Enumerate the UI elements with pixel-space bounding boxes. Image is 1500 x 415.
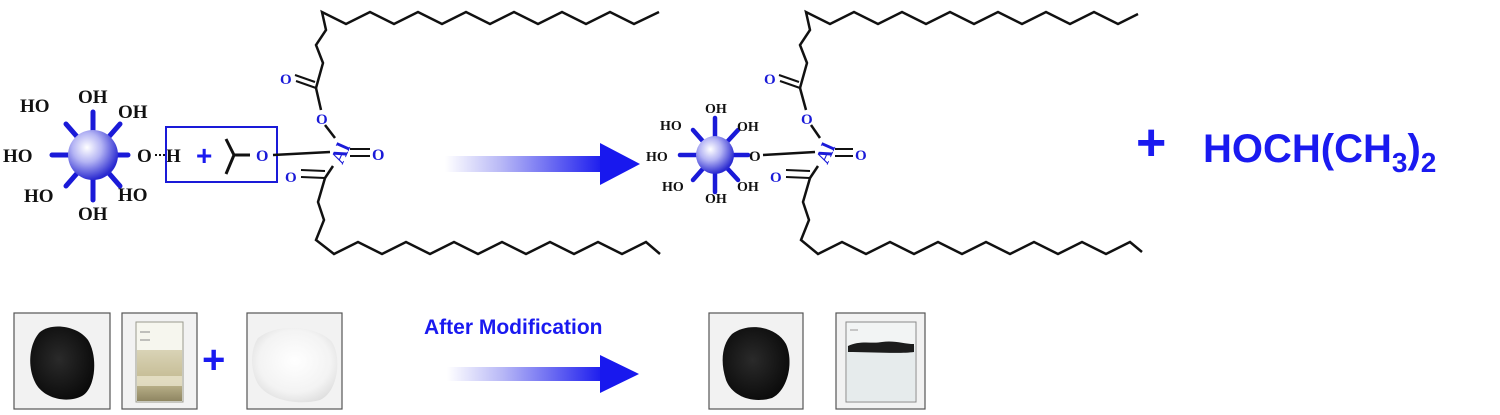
isopropoxy-highlight-box: + O [165,126,278,183]
p-alkyl-chain-top [798,9,1139,89]
p-oh-top: OH [705,102,727,117]
ester-oxygen-top: O [316,112,328,128]
oh-bottom: OH [78,204,108,225]
p-alkyl-chain-bottom [799,177,1143,256]
reaction-arrow [445,143,640,185]
byproduct-isopropanol: + HOCH(CH3)2 [1136,114,1436,178]
oh-top-right: OH [118,102,148,123]
reactant-sphere [68,130,118,180]
product-sphere [696,136,734,174]
product-particle: HO OH OH HO HO OH OH O [646,102,761,207]
p-carbonyl-oxygen-top: O [764,72,776,88]
p-oh-bottom: OH [705,192,727,207]
p-bridge-oxygen: O [749,149,761,165]
isopropoxy-oxygen: O [256,148,268,165]
formula-sub-3: 3 [1392,147,1408,178]
formula-sub-2: 2 [1421,147,1437,178]
reactant-particle: HO OH OH HO HO OH HO O H [3,87,181,225]
carbonyl-oxygen-bottom: O [285,170,297,186]
photo-beaker-coupling-agent [121,312,198,410]
oh-bottom-right: HO [118,185,148,206]
bottom-arrow [447,355,639,393]
p-oh-left: HO [646,150,668,165]
p-oh-bottom-left: HO [662,180,684,195]
oh-top: OH [78,87,108,108]
oh-bottom-left: HO [24,186,54,207]
alkyl-chain-top [314,9,660,89]
photo-black-powder-before [13,312,111,410]
photo-white-powder [246,312,343,410]
p-oh-bottom-right: OH [737,180,759,195]
byproduct-formula: HOCH(CH3)2 [1203,127,1436,178]
product-aluminate: Al O O O O [762,9,1143,256]
carbonyl-oxygen-top: O [280,72,292,88]
byproduct-plus-sign: + [1136,114,1166,172]
p-carbonyl-oxygen-bottom: O [770,170,782,186]
formula-close-paren: ) [1407,127,1420,171]
aluminate-coupling-agent: Al O O O O [272,9,661,256]
isopropyl-skeleton [224,138,250,175]
p-al-double-oxygen: O [855,148,867,164]
bridge-hydrogen: H [166,146,181,167]
p-ester-oxygen-top: O [801,112,813,128]
inner-plus-sign: + [196,140,212,171]
oh-left: HO [3,146,33,167]
bottom-plus-sign: + [202,338,225,382]
p-oh-top-right: OH [737,120,759,135]
photo-black-powder-after [708,312,804,410]
aluminum-atom: Al [327,139,355,167]
bridge-oxygen: O [137,146,152,167]
p-aluminum-atom: Al [812,139,840,167]
formula-main: HOCH(CH [1203,127,1392,171]
photo-beaker-modified-floating [835,312,926,410]
p-oh-top-left: HO [660,119,682,134]
al-double-oxygen: O [372,147,384,164]
oh-top-left: HO [20,96,50,117]
after-modification-caption: After Modification [424,316,603,339]
alkyl-chain-bottom [314,177,661,256]
